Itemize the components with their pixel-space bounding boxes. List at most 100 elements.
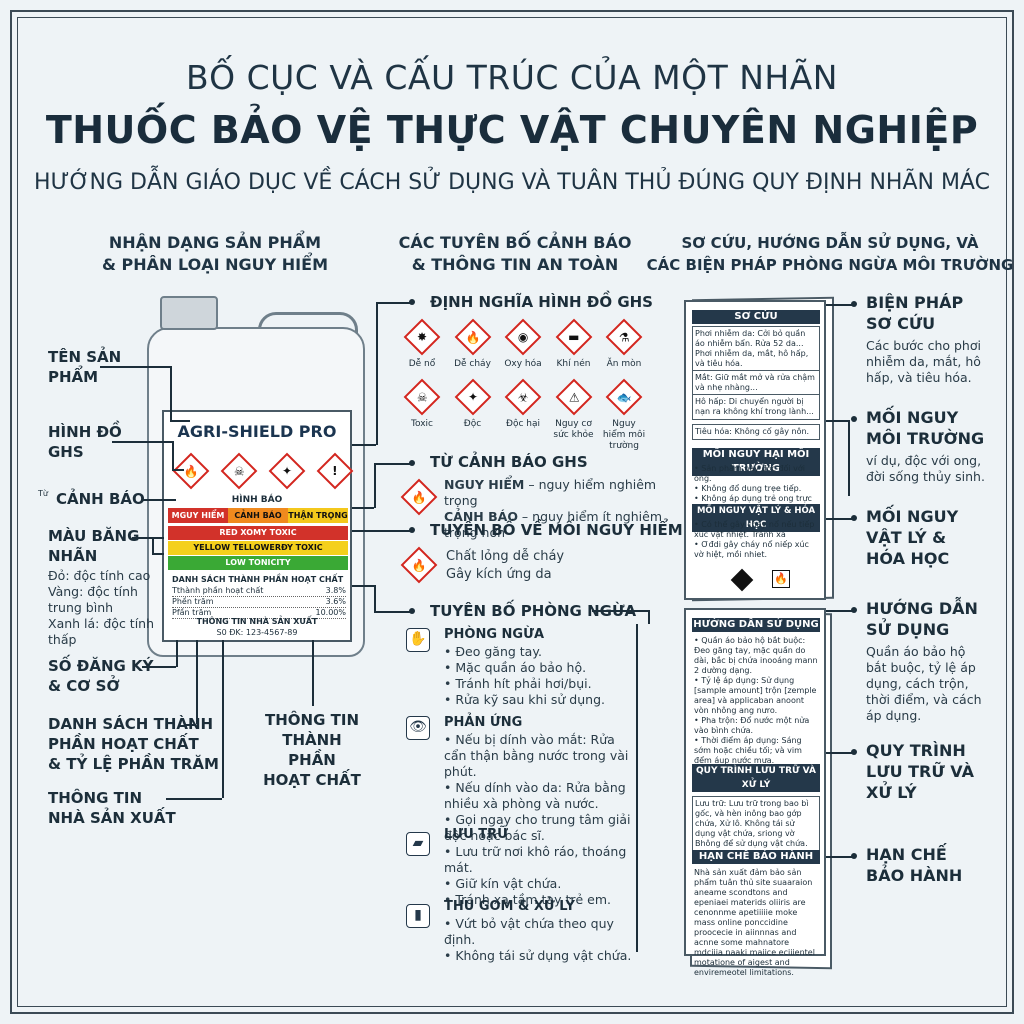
leader-line	[166, 798, 222, 800]
first-aid-p1: Phơi nhiễm da: Cởi bỏ quần áo nhiễm bẩn.…	[692, 326, 820, 372]
signal-pictogram: 🔥	[400, 478, 438, 516]
flame-icon: 🔥	[172, 452, 210, 490]
ghs-item-label: Khí nén	[556, 359, 591, 369]
ghs-item: ☣ Độc hại	[499, 378, 547, 452]
callout-warranty: HẠN CHẾ BẢO HÀNH	[866, 844, 1016, 886]
leader-line	[374, 611, 410, 613]
leader-line	[352, 530, 410, 532]
band-desc-line: thấp	[48, 632, 77, 647]
callout-desc: nhiễm da, mắt, hô	[866, 354, 981, 369]
ghs-item-label: Nguy hiểm môi trường	[602, 419, 646, 451]
ghs-item: 🐟 Nguy hiểm môi trường	[600, 378, 648, 452]
label-ingredients-1: DANH SÁCH THÀNH	[48, 715, 214, 733]
leader-line	[100, 366, 170, 368]
col-head-right: SƠ CỨU, HƯỚNG DẪN SỬ DỤNG, VÀ CÁC BIỆN P…	[640, 232, 1020, 276]
precaution-item: Lưu trữ nơi khô ráo, thoáng mát.	[444, 844, 634, 876]
precaution-item: Tránh hít phải hơi/bụi.	[444, 676, 634, 692]
callout-title: HƯỚNG DẪN	[866, 599, 978, 618]
leader-line	[142, 499, 176, 501]
callout-first-aid: BIỆN PHÁP SƠ CỨU Các bước cho phơi nhiễm…	[866, 292, 1016, 386]
leader-line	[312, 640, 314, 706]
precaution-group-title: LƯU TRỮ	[444, 827, 508, 842]
leader-line	[352, 585, 374, 587]
corrosion-icon: ⚠	[555, 378, 592, 416]
first-aid-head: SƠ CỨU	[692, 310, 820, 324]
leader-line	[142, 666, 176, 668]
bullet-dot	[409, 460, 415, 466]
label-band-color-1: MÀU BĂNG	[48, 527, 140, 545]
env-item: Không đổ dung trẹe tiếp.	[694, 484, 820, 494]
eye-wash-icon: 👁	[406, 716, 430, 740]
callout-title: VẬT LÝ &	[866, 528, 947, 547]
col-head-middle-1: CÁC TUYÊN BỐ CẢNH BÁO	[398, 233, 632, 252]
ghs-item: ▬ Khí nén	[550, 318, 598, 370]
ghs-item-label: Ăn mòn	[606, 359, 642, 369]
ghs-row-1: ✸ Dễ nổ 🔥 Dễ cháy ◉ Oxy hóa ▬ Khí nén ⚗ …	[398, 318, 648, 370]
callout-title: MỐI NGUY	[866, 408, 959, 427]
first-aid-p3: Hô hấp: Di chuyển người bị nạn ra không …	[692, 394, 820, 420]
leader-line	[374, 463, 410, 465]
leader-line	[196, 640, 198, 724]
bullet-dot	[851, 607, 857, 613]
label-active-info-2: THÀNH PHẦN	[282, 731, 342, 769]
leader-line	[848, 420, 850, 496]
callout-title: BIỆN PHÁP	[866, 293, 964, 312]
glove-icon: ✋	[406, 628, 430, 652]
col-head-right-2: CÁC BIỆN PHÁP PHÒNG NGỪA MÔI TRƯỜNG	[646, 256, 1014, 274]
flame-icon: 🔥	[772, 570, 790, 588]
leader-line	[152, 537, 154, 553]
callout-desc: thời điểm, và cách	[866, 692, 982, 707]
precaution-item: Không tái sử dụng vật chứa.	[444, 948, 634, 964]
brochure-page-bottom: HƯỚNG DẪN SỬ DỤNG Quần áo bảo hộ bắt buộ…	[684, 608, 826, 977]
callout-storage: QUY TRÌNH LƯU TRỮ VÀ XỬ LÝ	[866, 740, 1016, 803]
callout-title: HẠN CHẾ	[866, 845, 947, 864]
leader-line	[186, 724, 196, 726]
leader-line	[826, 420, 848, 422]
signal-danger-line: NGUY HIỂM – nguy hiểm nghiêm trọng	[444, 477, 674, 509]
usage-item: Pha trộn: Đổ nước một nửa vào bình chứa.	[694, 716, 820, 736]
label-active-info-1: THÔNG TIN	[265, 711, 359, 729]
ghs-item: ☠ Toxic	[398, 378, 446, 452]
callout-title: XỬ LÝ	[866, 783, 917, 802]
label-band-color-2: NHÃN	[48, 547, 98, 565]
precaution-item: Vứt bỏ vật chứa theo quy định.	[444, 916, 634, 948]
signal-heading: HÌNH BÁO	[231, 495, 283, 505]
signal-title: TỪ CẢNH BÁO GHS	[430, 453, 588, 471]
label-product-name: TÊN SẢN PHẨM	[48, 347, 121, 387]
col-head-left-2: & PHÂN LOẠI NGUY HIỂM	[102, 255, 328, 274]
leader-line	[826, 518, 854, 520]
leader-line	[172, 469, 184, 471]
leader-line	[176, 640, 178, 667]
precaution-group: PHÒNG NGỪA Đeo găng tay. Mặc quần áo bảo…	[444, 626, 634, 708]
label-active-info-3: HOẠT CHẤT	[263, 771, 361, 789]
flame-icon: 🔥	[400, 478, 438, 516]
col-head-middle: CÁC TUYÊN BỐ CẢNH BÁO & THÔNG TIN AN TOÀ…	[370, 232, 660, 276]
ghs-item: ◉ Oxy hóa	[499, 318, 547, 370]
usage-item: Thời điểm áp dụng: Sáng sớm hoặc chiều t…	[694, 736, 820, 766]
precaution-item: Đeo găng tay.	[444, 644, 634, 660]
ing-value: 10.00%	[315, 608, 346, 617]
inner-frame	[17, 17, 1007, 1007]
callout-title: MỐI NGUY	[866, 507, 959, 526]
ghs-item: ✸ Dễ nổ	[398, 318, 446, 370]
label-maker-1: THÔNG TIN	[48, 789, 142, 807]
usage-list: Quần áo bảo hộ bắt buộc: Đeo găng tay, m…	[694, 636, 820, 766]
band-yellow: YELLOW TELLOWERĐY TOXIC	[168, 541, 348, 555]
callout-title: QUY TRÌNH	[866, 741, 966, 760]
bullet-dot	[851, 853, 857, 859]
bullet-dot	[409, 527, 415, 533]
band-color-desc: Đỏ: độc tính cao Vàng: độc tính trung bì…	[48, 568, 158, 648]
first-aid-p4: Tiêu hóa: Không cố gây nôn.	[692, 424, 820, 440]
exclamation-icon: !	[316, 452, 354, 490]
phys-item: Có thể gây cháy nổ nếu tiếp xúc vật nhiệ…	[694, 520, 820, 540]
label-reg-1: SỐ ĐĂNG KÝ	[48, 657, 154, 675]
callout-desc: Quần áo bảo hộ	[866, 644, 966, 659]
ghs-item: ✦ Độc	[449, 378, 497, 452]
explosive-icon: ✸	[403, 318, 441, 356]
leader-line	[648, 610, 650, 624]
bullet-dot	[851, 515, 857, 521]
leader-line	[376, 302, 410, 304]
maker-title: THÔNG TIN NHÀ SẢN XUẤT	[196, 617, 318, 626]
